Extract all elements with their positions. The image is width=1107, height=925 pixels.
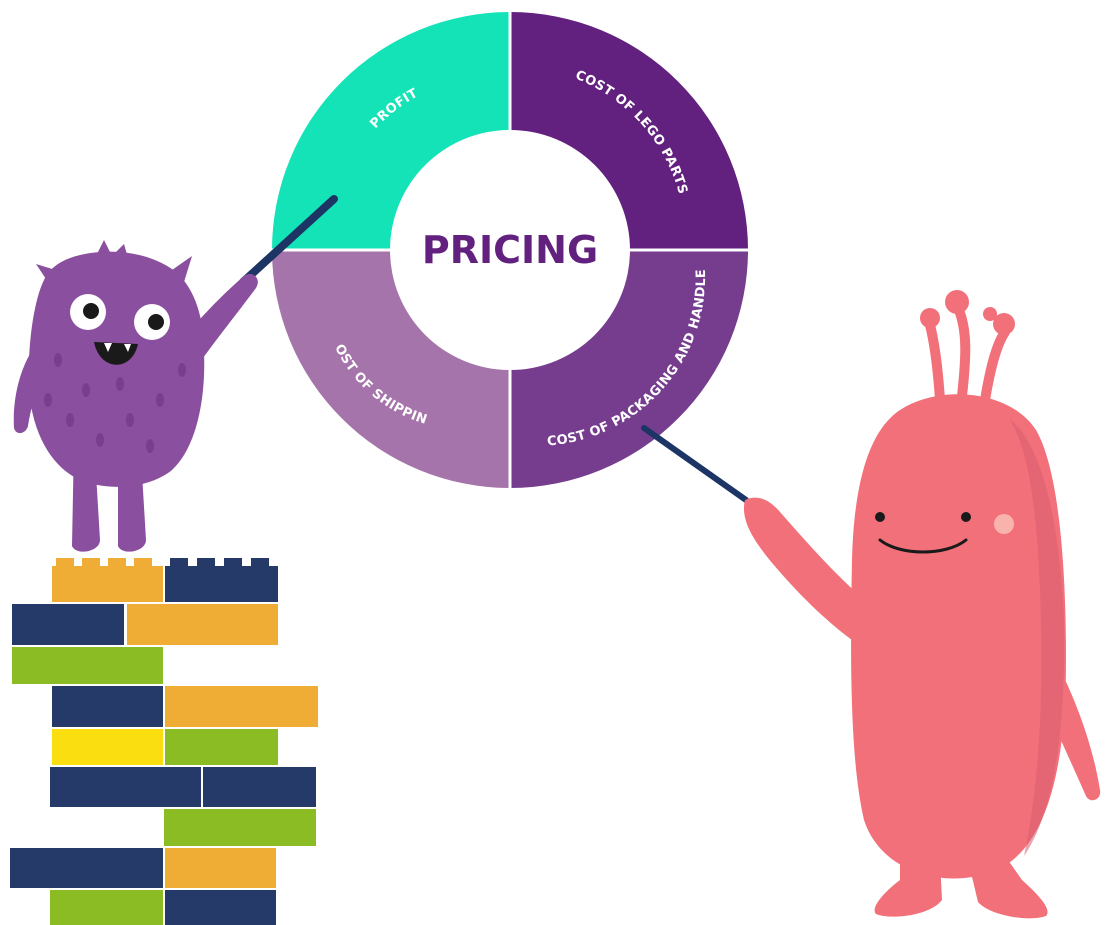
lego-stud (251, 558, 269, 567)
lego-tower (10, 558, 318, 925)
lego-brick (165, 848, 276, 888)
lego-brick (50, 890, 163, 925)
purple-monster-ear-right (172, 256, 192, 282)
lego-stud (134, 558, 152, 567)
lego-brick (165, 566, 278, 602)
lego-brick (12, 647, 163, 684)
pink-monster-arm (743, 497, 872, 650)
pink-monster-eye-left (875, 512, 885, 522)
pink-monster (641, 290, 1101, 919)
brick-row-1 (52, 558, 278, 602)
pink-monster-side-shade (1010, 420, 1065, 856)
lego-brick (12, 604, 124, 645)
lego-brick (127, 604, 278, 645)
lego-brick (50, 767, 201, 807)
donut-outer-mask (260, 0, 760, 500)
lego-brick (164, 809, 316, 846)
pink-monster-smile (878, 538, 968, 554)
lego-stud (197, 558, 215, 567)
purple-monster-pupil-left (83, 303, 99, 319)
pink-pointer-stick (641, 425, 749, 503)
purple-monster (13, 195, 338, 552)
pink-monster-antennae (925, 303, 1010, 405)
pink-monster-feet (874, 860, 1048, 919)
lego-brick (52, 686, 163, 727)
center-title: PRICING (422, 228, 598, 272)
pink-monster-eye-right (961, 512, 971, 522)
lego-brick (165, 729, 278, 765)
purple-monster-body (28, 251, 205, 487)
purple-monster-teeth (104, 343, 131, 352)
purple-monster-pupil-right (148, 314, 164, 330)
lego-brick (52, 566, 163, 602)
lego-stud (224, 558, 242, 567)
pink-monster-cheek (994, 514, 1014, 534)
pink-monster-antenna-tips (920, 290, 1015, 335)
pink-monster-body (851, 394, 1066, 879)
lego-stud (82, 558, 100, 567)
purple-pointer-stick (239, 195, 338, 286)
lego-stud (108, 558, 126, 567)
lego-brick (165, 686, 318, 727)
purple-monster-ear-left (36, 264, 62, 282)
lego-stud (56, 558, 74, 567)
lego-brick (203, 767, 316, 807)
purple-monster-tuft (96, 240, 128, 258)
purple-monster-spots (44, 353, 186, 453)
lego-brick (10, 848, 163, 888)
lego-stud (170, 558, 188, 567)
lego-brick (52, 729, 163, 765)
lego-brick (165, 890, 276, 925)
